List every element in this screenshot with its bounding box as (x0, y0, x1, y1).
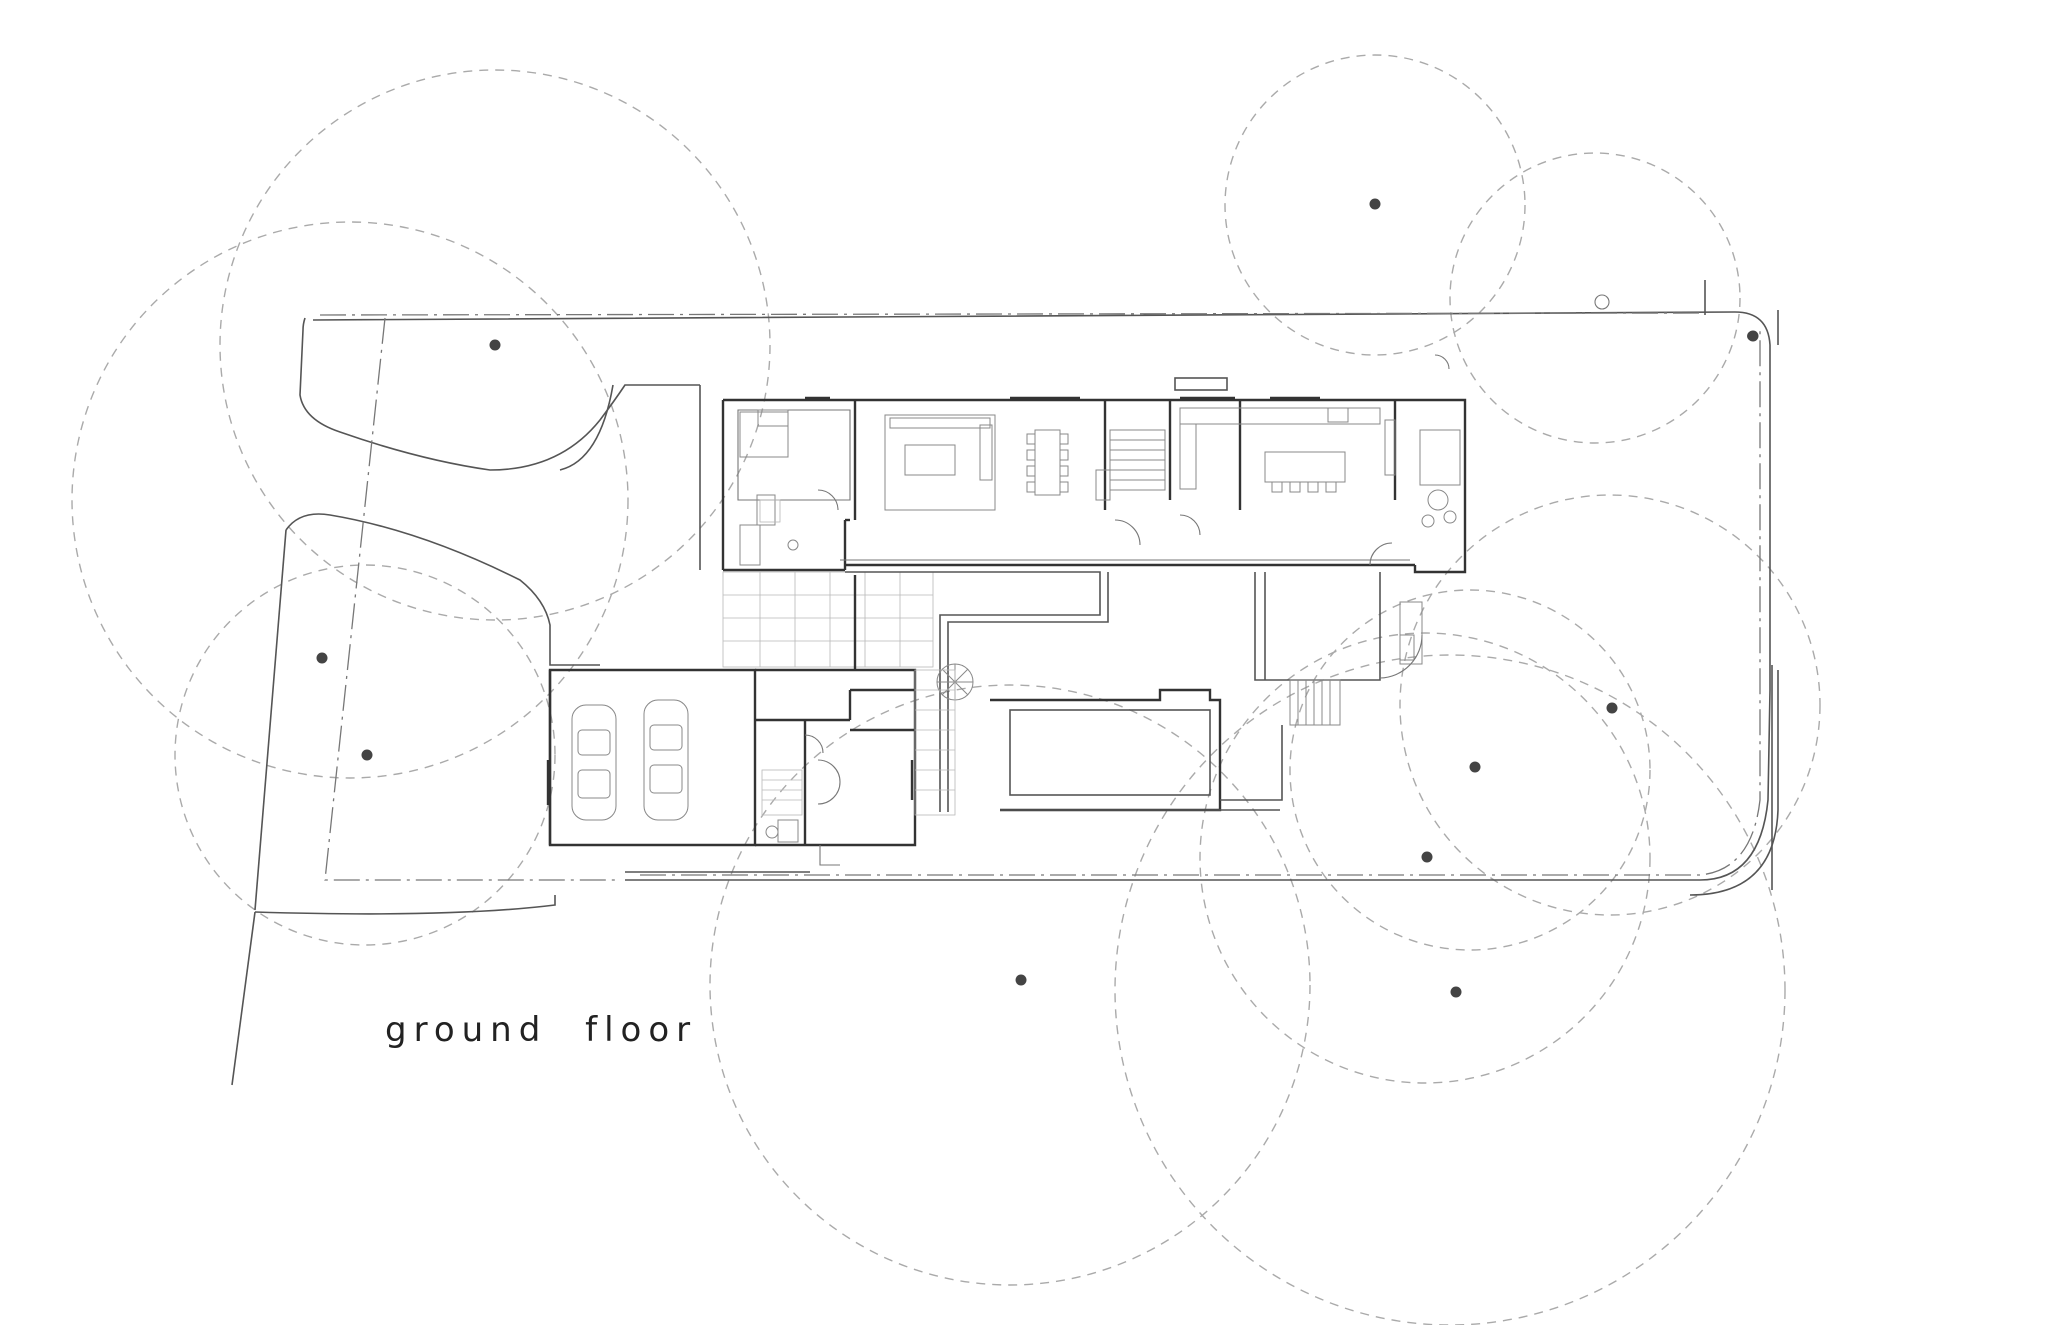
site-boundary (231, 280, 1773, 1086)
stair-upper (1095, 429, 1166, 501)
tree-trunk (1450, 986, 1462, 998)
east-boundary (1689, 310, 1779, 896)
tree-canopy (1224, 54, 1526, 356)
tree-trunk (1015, 974, 1027, 986)
bed (739, 411, 789, 458)
garage (546, 668, 757, 847)
terrace (722, 571, 1109, 812)
east-deck (1220, 572, 1423, 801)
walkway (914, 669, 956, 816)
kitchen-island (1264, 451, 1346, 483)
tree-trunk (1469, 761, 1481, 773)
swimming-pool (990, 688, 1280, 812)
kitchen-counter (1179, 407, 1381, 425)
tree-canopy (71, 221, 629, 779)
tree-trunk (489, 339, 501, 351)
car (571, 704, 617, 821)
tree-canopy (1449, 152, 1741, 444)
sofa (884, 414, 996, 511)
tree-trunk (1421, 851, 1433, 863)
tree-canopy (1289, 589, 1651, 951)
car (643, 699, 689, 821)
dining-table (1034, 429, 1061, 496)
tree-canopy (1199, 632, 1651, 1084)
driveway (559, 384, 701, 570)
tree-trunk (1606, 702, 1618, 714)
furniture (739, 407, 1461, 566)
tree-trunks (316, 198, 1759, 998)
utility-block (755, 668, 917, 866)
tree-trunk (316, 652, 328, 664)
tree-canopy (174, 564, 556, 946)
tree-trunk (1369, 198, 1381, 210)
tree-canopy (219, 69, 771, 621)
stair-lower (1289, 679, 1341, 726)
tree-canopy (709, 684, 1311, 1286)
tree-canopies (71, 54, 1821, 1325)
main-house (721, 354, 1467, 574)
tree-trunk (361, 749, 373, 761)
tree-canopy (1399, 494, 1821, 916)
tree-canopy (1114, 654, 1786, 1325)
drawing-title: ground floor (385, 1010, 698, 1050)
